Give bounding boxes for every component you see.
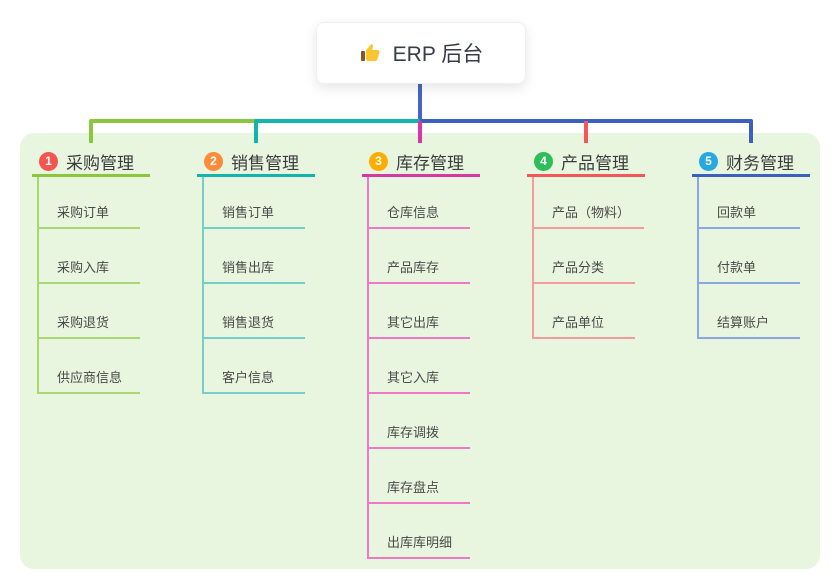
child-node[interactable]: 库存盘点 — [367, 477, 470, 504]
thumbs-up-icon — [360, 44, 380, 61]
branch-5: 5 财务管理回款单付款单结算账户 — [692, 0, 839, 588]
child-node[interactable]: 销售退货 — [202, 312, 305, 339]
branch-title[interactable]: 5 财务管理 — [692, 148, 810, 177]
child-node[interactable]: 产品库存 — [367, 257, 470, 284]
branch-label: 产品管理 — [561, 153, 629, 173]
child-node[interactable]: 采购订单 — [37, 202, 140, 229]
child-node[interactable]: 采购入库 — [37, 257, 140, 284]
child-node[interactable]: 仓库信息 — [367, 202, 470, 229]
branch-child-connector — [37, 177, 39, 394]
child-node[interactable]: 结算账户 — [697, 312, 800, 339]
branch-child-connector — [367, 177, 369, 559]
branch-1: 1 采购管理采购订单采购入库采购退货供应商信息 — [32, 0, 197, 588]
child-node[interactable]: 其它出库 — [367, 312, 470, 339]
branch-number-badge: 3 — [369, 151, 388, 171]
child-node[interactable]: 客户信息 — [202, 367, 305, 394]
child-node[interactable]: 库存调拨 — [367, 422, 470, 449]
branch-title[interactable]: 1 采购管理 — [32, 148, 150, 177]
branch-label: 库存管理 — [396, 153, 464, 173]
child-node[interactable]: 付款单 — [697, 257, 800, 284]
branch-number-badge: 5 — [699, 151, 718, 171]
branch-2: 2 销售管理销售订单销售出库销售退货客户信息 — [197, 0, 362, 588]
child-node[interactable]: 销售订单 — [202, 202, 305, 229]
child-node[interactable]: 销售出库 — [202, 257, 305, 284]
child-node[interactable]: 采购退货 — [37, 312, 140, 339]
branch-title[interactable]: 2 销售管理 — [197, 148, 315, 177]
child-node[interactable]: 出库库明细 — [367, 532, 470, 559]
child-node[interactable]: 产品分类 — [532, 257, 635, 284]
branch-4: 4 产品管理产品（物料） 产品分类产品单位 — [527, 0, 692, 588]
branches-panel — [20, 133, 820, 569]
root-node[interactable]: ERP 后台 — [316, 22, 526, 84]
branch-child-connector — [697, 177, 699, 339]
child-node[interactable]: 其它入库 — [367, 367, 470, 394]
branch-title[interactable]: 3 库存管理 — [362, 148, 480, 177]
branch-number-badge: 4 — [534, 151, 553, 171]
branch-number-badge: 2 — [204, 151, 223, 171]
branch-child-connector — [202, 177, 204, 394]
child-node[interactable]: 产品（物料） — [532, 202, 645, 229]
branch-label: 财务管理 — [726, 153, 794, 173]
branch-number-badge: 1 — [39, 151, 58, 171]
branch-title[interactable]: 4 产品管理 — [527, 148, 645, 177]
child-node[interactable]: 供应商信息 — [37, 367, 140, 394]
branch-label: 销售管理 — [231, 153, 299, 173]
branch-label: 采购管理 — [66, 153, 134, 173]
root-label: ERP 后台 — [392, 43, 484, 66]
branch-3: 3 库存管理仓库信息产品库存其它出库其它入库库存调拨库存盘点出库库明细 — [362, 0, 527, 588]
child-node[interactable]: 回款单 — [697, 202, 800, 229]
child-node[interactable]: 产品单位 — [532, 312, 635, 339]
branch-child-connector — [532, 177, 534, 339]
